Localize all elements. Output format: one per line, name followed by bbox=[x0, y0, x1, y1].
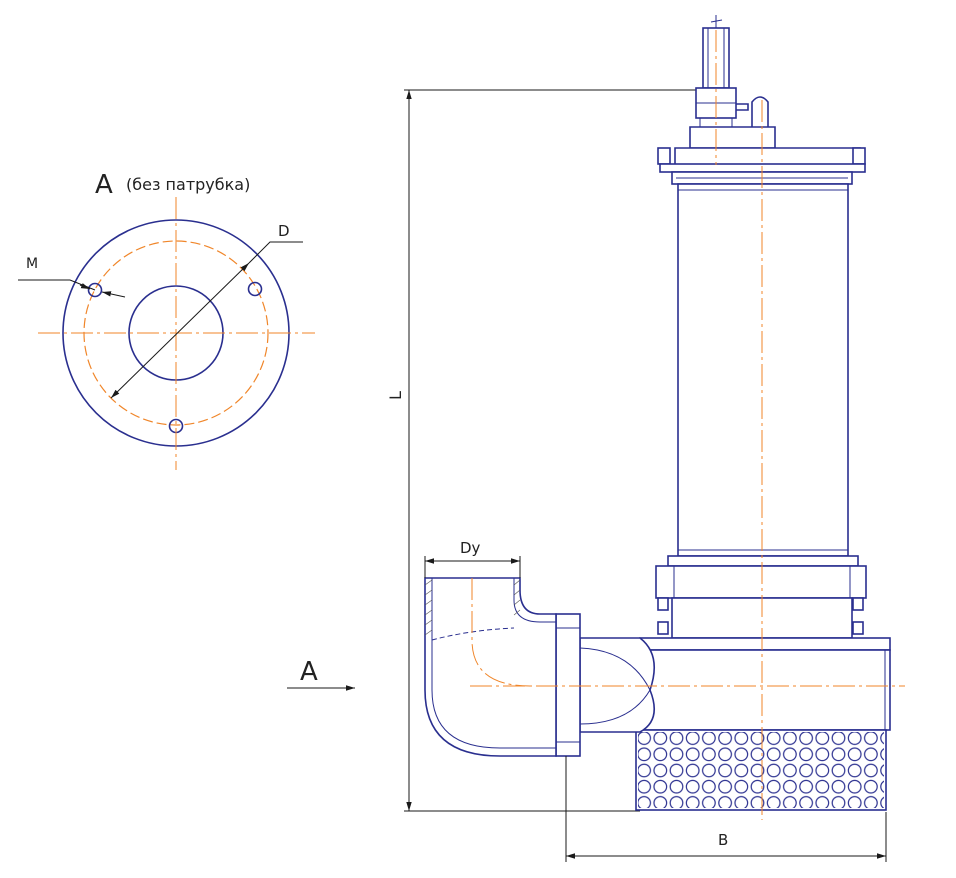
dimension-l: L bbox=[386, 89, 700, 812]
arrow-m-1 bbox=[79, 283, 91, 290]
view-a-note: (без патрубка) bbox=[126, 175, 250, 194]
pump-side-view: Dy bbox=[424, 15, 905, 820]
strainer-holes bbox=[638, 732, 884, 808]
leader-d bbox=[248, 241, 303, 264]
arrow-m-2 bbox=[101, 291, 126, 298]
outlet-flange bbox=[555, 613, 581, 757]
top-bolt-right bbox=[852, 147, 866, 165]
label-m: М bbox=[26, 256, 38, 272]
view-a-title: А bbox=[95, 170, 113, 200]
bolt-hole-left bbox=[87, 282, 103, 298]
casing-top bbox=[639, 637, 891, 651]
mid-bolt-left bbox=[657, 597, 669, 611]
mid-bolt-right bbox=[852, 597, 864, 611]
mid-flange bbox=[655, 565, 867, 599]
label-l: L bbox=[386, 391, 405, 400]
pump-casing bbox=[639, 649, 891, 731]
dimension-b: B bbox=[565, 756, 887, 862]
mid-ring bbox=[667, 555, 859, 567]
outlet-elbow bbox=[424, 577, 557, 757]
elbow-axis bbox=[471, 578, 531, 687]
label-d: D bbox=[278, 222, 290, 240]
bolt-hole-right bbox=[247, 281, 263, 297]
view-arrow-label: А bbox=[300, 657, 318, 687]
dimension-line-d bbox=[110, 262, 250, 399]
view-arrow-a: А bbox=[287, 657, 355, 691]
label-b: B bbox=[718, 831, 728, 849]
label-dy: Dy bbox=[460, 539, 481, 557]
view-a-flange: А (без патрубка) D М bbox=[18, 170, 315, 470]
lower-bolt-right bbox=[852, 621, 864, 635]
lower-bolt-left bbox=[657, 621, 669, 635]
top-bolt-left bbox=[657, 147, 671, 165]
leader-m bbox=[18, 279, 96, 291]
motor-body bbox=[677, 183, 849, 557]
